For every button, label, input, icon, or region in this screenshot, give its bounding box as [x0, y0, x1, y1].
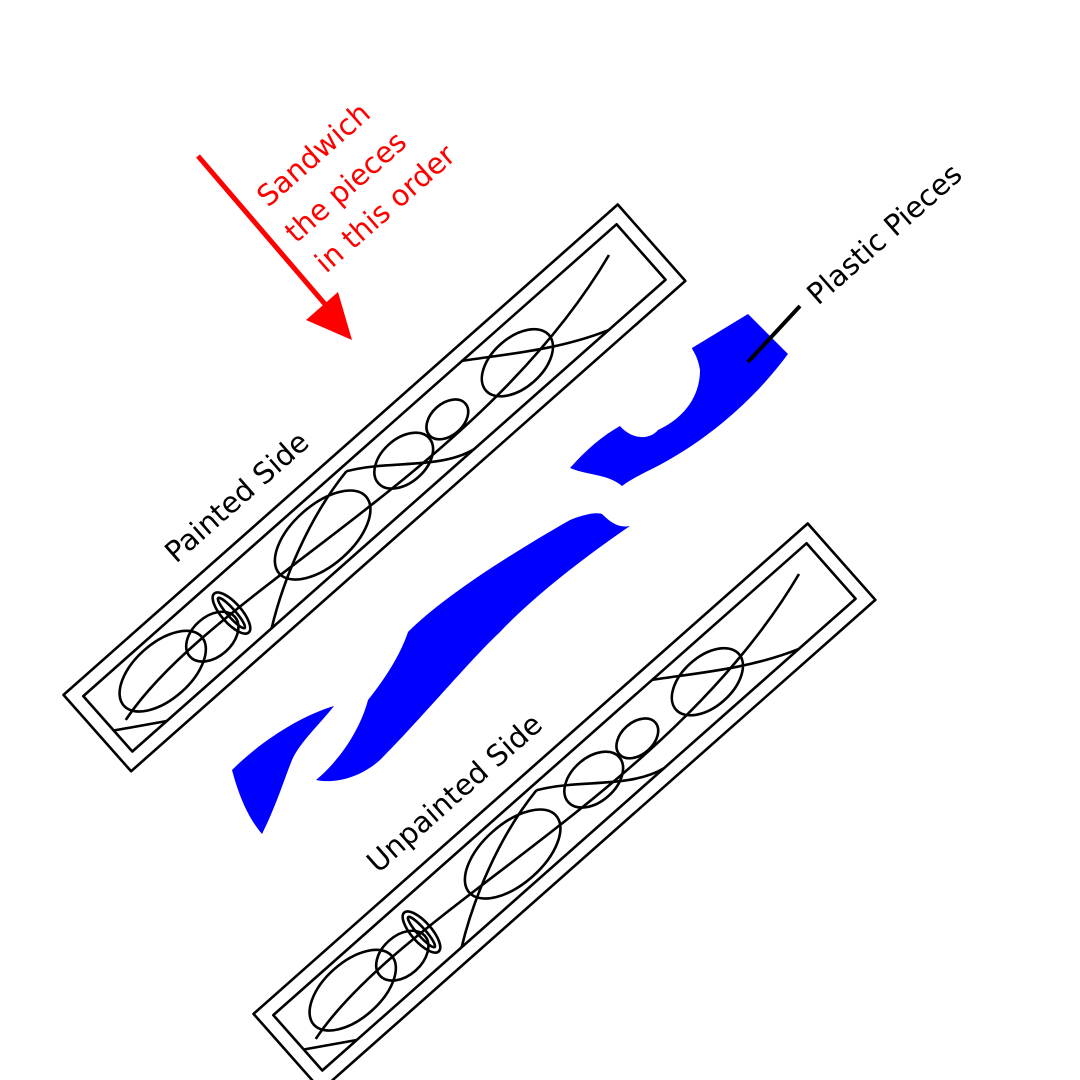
- plastic-pieces-leader: [746, 304, 802, 364]
- painted-side-label: Painted Side: [158, 425, 315, 570]
- order-arrow: [196, 154, 352, 340]
- plastic-piece-upper: [570, 314, 788, 486]
- arrow-head: [306, 292, 352, 340]
- painted-side-panel: [62, 203, 687, 773]
- plastic-piece-lower: [232, 706, 334, 834]
- plastic-pieces-label: Plastic Pieces: [800, 157, 968, 311]
- plastic-pieces: [232, 314, 788, 834]
- unpainted-side-panel: [252, 522, 877, 1080]
- plastic-piece-middle: [316, 513, 630, 782]
